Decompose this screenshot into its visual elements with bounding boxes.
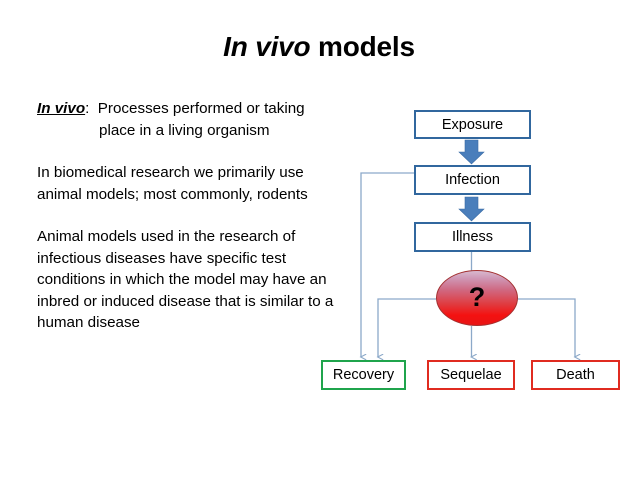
flow-node-death[interactable]: Death	[531, 360, 620, 390]
connector-question-to-recovery	[378, 298, 436, 357]
connector-question-to-death	[518, 298, 575, 357]
connector-infection-to-recovery	[361, 172, 414, 357]
flow-node-sequelae[interactable]: Sequelae	[427, 360, 515, 390]
question-mark-label: ?	[468, 281, 486, 312]
definition-line-2: place in a living organism	[99, 121, 270, 139]
connector-infection-to-illness	[458, 196, 485, 222]
flow-node-sequelae-label: Sequelae	[440, 367, 502, 383]
flow-node-recovery[interactable]: Recovery	[321, 360, 406, 390]
flow-node-death-label: Death	[556, 367, 595, 383]
definition-line-1: Processes performed or taking	[97, 100, 305, 117]
flow-node-exposure-label: Exposure	[441, 116, 504, 133]
definition-paragraph: In vivo: Processes performed or taking p…	[37, 98, 347, 141]
connector-exposure-to-infection	[458, 139, 485, 165]
definition-colon: :	[85, 100, 90, 117]
body-text-column: In vivo: Processes performed or taking p…	[37, 98, 347, 334]
body-paragraph-2: In biomedical research we primarily use …	[37, 164, 308, 203]
flow-node-infection-label: Infection	[445, 172, 500, 188]
page-title-italic-part: In vivo	[223, 31, 311, 62]
flow-node-recovery-label: Recovery	[332, 367, 395, 383]
definition-term: In vivo	[37, 100, 86, 117]
page-title-rest: models	[310, 31, 415, 62]
flow-node-question[interactable]: ?	[436, 270, 518, 326]
flow-node-illness-label: Illness	[451, 229, 494, 245]
flow-node-infection[interactable]: Infection	[414, 165, 531, 195]
body-paragraph-3: Animal models used in the research of in…	[37, 228, 334, 331]
page-title: In vivo models	[0, 30, 638, 64]
flow-node-illness[interactable]: Illness	[414, 222, 531, 252]
flow-node-exposure[interactable]: Exposure	[414, 110, 531, 139]
